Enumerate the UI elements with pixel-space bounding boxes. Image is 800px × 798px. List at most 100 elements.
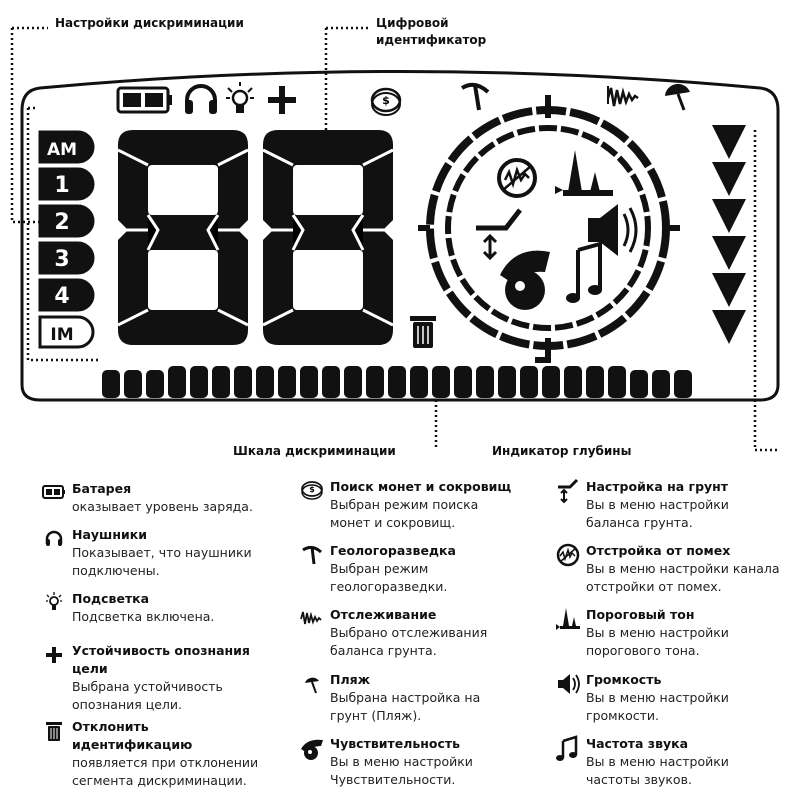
legend-title: Частота звука <box>586 736 689 751</box>
discrimination-segment <box>652 370 670 398</box>
coin-icon: $ <box>301 481 323 500</box>
threshold-tone-icon <box>556 608 580 630</box>
sensitivity-icon <box>500 250 550 310</box>
legend-item: $ Поиск монет и сокровищ Выбран режим по… <box>301 478 520 532</box>
tracking-wave-icon <box>300 611 322 625</box>
legend-title: Пляж <box>330 672 371 687</box>
threshold-tone-icon <box>555 150 613 196</box>
headphones-icon <box>45 530 63 546</box>
legend-description: Вы в меню настройки Чувствительности. <box>330 754 473 787</box>
discrimination-segment <box>234 366 252 398</box>
legend-title: Пороговый тон <box>586 607 695 622</box>
legend-description: Подсветка включена. <box>72 609 215 624</box>
discrimination-segment <box>322 366 340 398</box>
headphones-icon <box>185 84 217 114</box>
id-digit-1 <box>116 128 250 347</box>
discrimination-segment <box>674 370 692 398</box>
mode-label: 3 <box>54 247 69 272</box>
tone-frequency-icon <box>566 241 602 303</box>
legend-description: Вы в меню настройки канала отстройки от … <box>586 561 780 594</box>
discrimination-segment <box>366 366 384 398</box>
ground-balance-icon <box>558 478 579 504</box>
plus-icon <box>46 647 62 663</box>
discrimination-segment <box>520 366 538 398</box>
legend-title: Отстройка от помех <box>586 543 731 558</box>
lcd-frame <box>20 70 780 402</box>
discrimination-segment <box>300 366 318 398</box>
plus-icon <box>268 86 296 114</box>
mode-label: 1 <box>54 173 69 198</box>
mode-label: 2 <box>54 210 69 235</box>
legend-description: появляется при отклонении сегмента дискр… <box>72 755 259 788</box>
settings-dial <box>418 95 680 363</box>
legend-title: Отслеживание <box>330 607 437 622</box>
discrimination-segment <box>278 366 296 398</box>
legend-description: Показывает, что наушники подключены. <box>72 545 252 578</box>
mode-label: 4 <box>54 284 69 309</box>
discrimination-segment <box>432 366 450 398</box>
discrimination-segment <box>476 366 494 398</box>
legend-description: Вы в меню настройки баланса грунта. <box>586 497 729 530</box>
discrimination-segment <box>586 366 604 398</box>
legend-title: Наушники <box>72 527 147 542</box>
legend-description: Выбрана устойчивость опознания цели. <box>72 679 223 712</box>
discrimination-segment <box>498 366 516 398</box>
legend-item: Громкость Вы в меню настройки громкости. <box>558 671 786 725</box>
depth-arrow <box>712 162 746 196</box>
legend-item: Отклонить идентификацию появляется при о… <box>46 718 262 790</box>
mode-label: AM <box>47 140 77 160</box>
legend-item: Отслеживание Выбрано отслеживания баланс… <box>300 606 520 660</box>
discrimination-segment <box>564 366 582 398</box>
discrimination-segment <box>454 366 472 398</box>
mode-label: IM <box>50 325 73 345</box>
callout-lines <box>10 26 778 452</box>
legend-title: Подсветка <box>72 591 150 606</box>
callout-discrimination-settings: Настройки дискриминации <box>55 16 244 30</box>
legend-title: Чувствительность <box>330 736 461 751</box>
legend-item: Настройка на грунт Вы в меню настройки б… <box>558 478 786 532</box>
volume-icon <box>558 674 580 694</box>
legend-item: Наушники Показывает, что наушники подклю… <box>45 526 262 580</box>
depth-indicator <box>712 125 746 344</box>
legend-item: Частота звука Вы в меню настройки частот… <box>556 735 786 789</box>
discrimination-segment <box>212 366 230 398</box>
discrimination-segment <box>146 370 164 398</box>
discrimination-segment <box>124 370 142 398</box>
discrimination-segment <box>256 366 274 398</box>
ground-balance-icon <box>476 208 522 261</box>
depth-arrow <box>712 273 746 307</box>
legend-title: Поиск монет и сокровищ <box>330 479 512 494</box>
legend-title: Отклонить идентификацию <box>72 719 193 752</box>
trash-icon <box>410 316 436 348</box>
legend-item: Пороговый тон Вы в меню настройки порого… <box>556 606 786 660</box>
pickaxe-icon <box>302 545 322 565</box>
legend-title: Громкость <box>586 672 662 687</box>
legend-item: Устойчивость опознания цели Выбрана усто… <box>46 642 262 714</box>
svg-text:$: $ <box>382 94 390 107</box>
legend-item: Подсветка Подсветка включена. <box>46 590 262 626</box>
depth-arrow <box>712 310 746 344</box>
noise-cancel-icon <box>497 158 537 198</box>
discrimination-segment <box>344 366 362 398</box>
legend-item: Батарея оказывает уровень заряда. <box>42 480 262 516</box>
discrimination-segment <box>388 366 406 398</box>
beach-umbrella-icon <box>305 677 319 694</box>
depth-arrow <box>712 125 746 159</box>
legend-description: оказывает уровень заряда. <box>72 499 253 514</box>
coin-icon: $ <box>370 87 402 116</box>
svg-text:$: $ <box>309 485 315 494</box>
backlight-bulb-icon <box>46 592 62 610</box>
discrimination-scale <box>102 366 692 398</box>
legend-item: Отстройка от помех Вы в меню настройки к… <box>556 542 786 596</box>
mode-4: 4 <box>38 278 95 312</box>
noise-cancel-icon <box>556 543 580 567</box>
legend-title: Настройка на грунт <box>586 479 729 494</box>
callout-digital-id: Цифровой идентификатор <box>376 16 487 47</box>
depth-arrow <box>712 199 746 233</box>
mode-list: AM 1 2 3 4IM <box>38 130 95 349</box>
legend-item: Геологоразведка Выбран режим геологоразв… <box>302 542 520 596</box>
mode-am: AM <box>38 130 95 164</box>
legend-description: Выбран режим поиска монет и сокровищ. <box>330 497 479 530</box>
discrimination-segment <box>608 366 626 398</box>
